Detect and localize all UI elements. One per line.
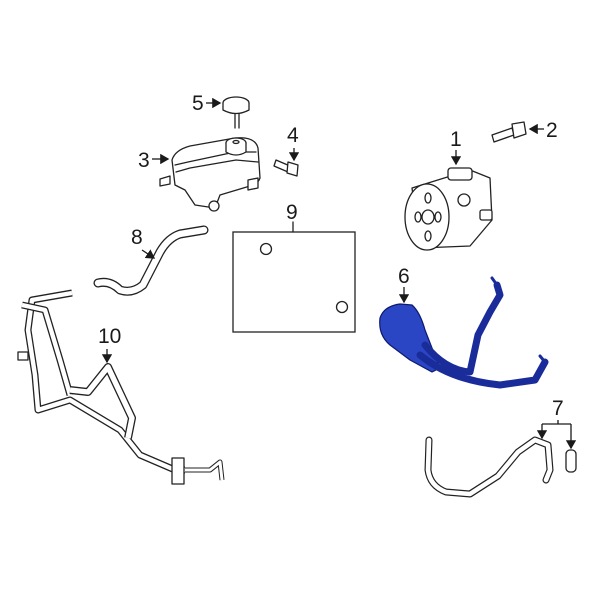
part-4-bolt[interactable] — [273, 159, 299, 177]
part-1-pump[interactable] — [404, 167, 493, 251]
callout-6: 6 — [398, 265, 410, 304]
svg-text:6: 6 — [398, 265, 410, 288]
part-10-cooler-line[interactable] — [17, 289, 225, 485]
part-8-hose[interactable] — [93, 225, 209, 296]
svg-text:9: 9 — [286, 201, 298, 224]
part-6-pressure-hose[interactable] — [379, 276, 549, 389]
svg-text:4: 4 — [287, 124, 299, 147]
part-9-kit-box[interactable] — [232, 221, 356, 333]
callout-4: 4 — [287, 124, 300, 162]
callout-9: 9 — [286, 201, 298, 224]
part-3-reservoir[interactable] — [159, 137, 261, 212]
part-7-pressure-line[interactable] — [424, 436, 577, 498]
callout-10: 10 — [98, 325, 121, 364]
svg-text:7: 7 — [552, 397, 564, 420]
svg-text:10: 10 — [98, 325, 121, 348]
part-2-bolt[interactable] — [491, 121, 527, 143]
callout-7: 7 — [536, 397, 577, 450]
part-5-reservoir-cap[interactable] — [222, 96, 250, 129]
callout-3: 3 — [138, 149, 170, 172]
callout-8: 8 — [131, 226, 156, 259]
callout-2: 2 — [528, 119, 558, 142]
svg-text:1: 1 — [450, 128, 462, 151]
svg-text:5: 5 — [192, 92, 204, 115]
callout-1: 1 — [450, 128, 462, 166]
svg-text:2: 2 — [546, 119, 558, 142]
svg-text:8: 8 — [131, 226, 143, 249]
callout-5: 5 — [192, 92, 222, 115]
svg-text:3: 3 — [138, 149, 150, 172]
